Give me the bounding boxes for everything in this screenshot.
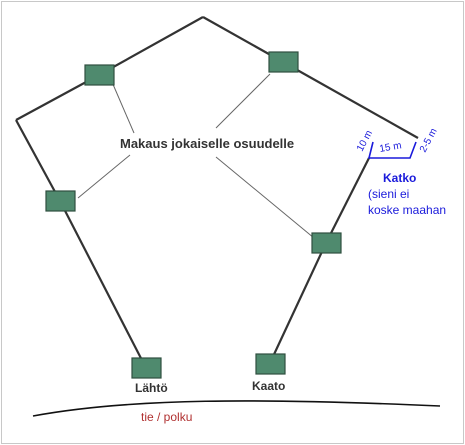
box-left — [45, 190, 76, 212]
cut-bracket — [367, 141, 417, 159]
route-segment — [15, 119, 61, 202]
dim-25m-label: 2-5 m — [418, 127, 440, 155]
dim-10m-label: 10 m — [355, 129, 375, 154]
dim-15m-label: 15 m — [379, 140, 403, 155]
route-segment — [98, 16, 204, 76]
connector-line — [215, 73, 271, 129]
box-top-right — [268, 51, 299, 73]
route-segment — [282, 61, 419, 139]
end-label: Kaato — [252, 379, 285, 393]
route-segment — [325, 157, 370, 244]
route-lines — [15, 16, 419, 369]
connector-line — [111, 81, 135, 134]
connector-line — [77, 154, 131, 199]
box-start — [131, 357, 162, 379]
box-right — [311, 232, 342, 254]
connector-lines — [77, 73, 315, 239]
route-segment — [59, 200, 147, 369]
boxes — [45, 51, 342, 379]
route-segment — [269, 242, 327, 364]
cut-note-line2: koske maahan — [368, 203, 446, 217]
road-label: tie / polku — [141, 410, 192, 424]
cut-note-line1: (sieni ei — [368, 187, 409, 201]
center-label: Makaus jokaiselle osuudelle — [120, 136, 294, 151]
start-label: Lähtö — [135, 381, 168, 395]
box-top-left — [84, 64, 115, 86]
road-line — [32, 400, 441, 417]
cut-title: Katko — [383, 171, 416, 185]
cut-dimension-marks — [367, 141, 417, 159]
box-end — [255, 353, 286, 375]
connector-line — [215, 156, 315, 239]
